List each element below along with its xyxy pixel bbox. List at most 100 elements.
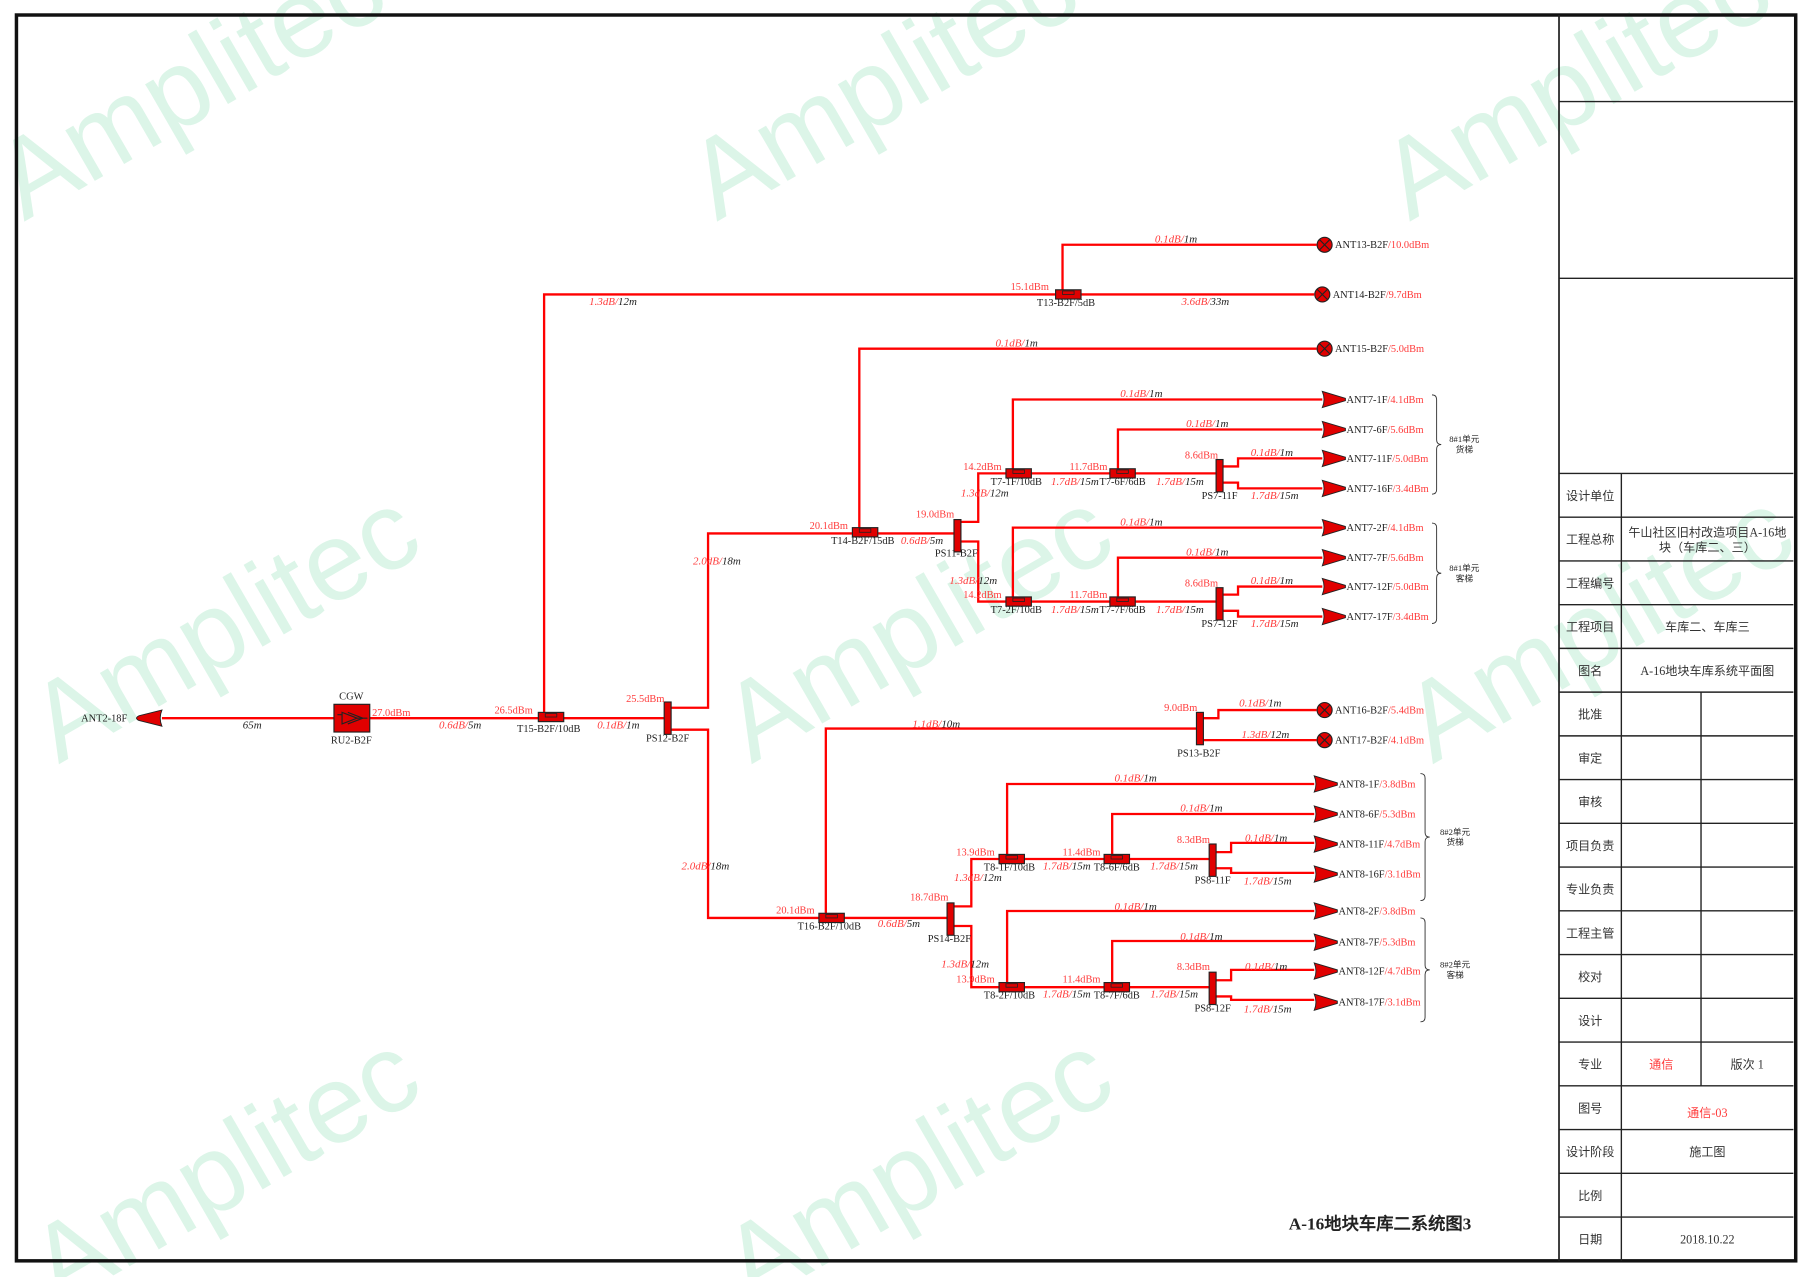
cable-spec-label: 0.1dB/1m (1186, 418, 1228, 430)
antenna-name: ANT8-6F (1338, 809, 1379, 820)
coupler-t7-6f[interactable] (1109, 468, 1136, 479)
splitter-ps8-11f[interactable] (1208, 843, 1217, 877)
antenna-ant15-b2f[interactable] (1316, 340, 1333, 357)
splitter-ps12-b2f[interactable] (663, 701, 672, 735)
cable-length: 5m (930, 535, 943, 547)
cable-spec-label: 1.1dB/10m (912, 718, 960, 730)
antenna-ant7-11f[interactable] (1321, 449, 1346, 468)
feeder-cable (1216, 867, 1315, 875)
antenna-label: ANT2-18F (81, 714, 127, 725)
splitter-ps14-b2f[interactable] (946, 902, 955, 936)
group-brace (1420, 773, 1430, 902)
cable-spec-label: 1.7dB/15m (1043, 989, 1091, 1001)
watermark-text: Amplitec (0, 0, 404, 242)
feeder-cable (1111, 939, 1315, 988)
coupler-t7-7f[interactable] (1109, 596, 1136, 607)
antenna-ant7-12f[interactable] (1321, 577, 1346, 596)
panel-antenna-icon (1321, 479, 1346, 498)
antenna-ant7-1f[interactable] (1321, 390, 1346, 409)
antenna-ant8-1f[interactable] (1313, 775, 1338, 793)
antenna-label: ANT13-B2F/10.0dBm (1335, 240, 1429, 251)
title-block-label: 校对 (1578, 969, 1602, 984)
coupler-t15-b2f[interactable] (537, 711, 565, 723)
device-label: T7-6F/6dB (1100, 477, 1146, 488)
antenna-ant7-6f[interactable] (1321, 420, 1346, 439)
antenna-ant17-b2f[interactable] (1316, 732, 1333, 749)
panel-antenna-icon (1313, 805, 1338, 823)
antenna-label: ANT8-1F/3.8dBm (1338, 779, 1415, 790)
antenna-label: ANT7-11F/5.0dBm (1347, 454, 1429, 465)
coupler-t13-b2f[interactable] (1055, 289, 1082, 300)
title-block-label: 设计单位 (1566, 488, 1614, 503)
title-block-value: 施工图 (1689, 1145, 1725, 1159)
antenna-ant16-b2f[interactable] (1316, 702, 1333, 719)
power-level-label: 8.6dBm (1185, 450, 1218, 461)
antenna-ant8-12f[interactable] (1313, 962, 1338, 980)
antenna-name: ANT7-17F (1347, 612, 1393, 623)
group-lift-label: 客梯 (1446, 969, 1464, 980)
cable-length: 1m (1209, 931, 1222, 943)
coupler-t8-1f[interactable] (998, 853, 1026, 865)
coupler-t14-b2f[interactable] (851, 527, 879, 538)
coupler-t8-6f[interactable] (1103, 853, 1131, 865)
cable-length: 15m (1179, 989, 1198, 1001)
antenna-ant8-6f[interactable] (1313, 805, 1338, 823)
cable-spec-label: 0.6dB/5m (878, 918, 920, 930)
splitter-ps8-12f[interactable] (1208, 971, 1217, 1006)
panel-antenna-icon (1321, 390, 1346, 409)
antenna-ant8-2f[interactable] (1313, 902, 1338, 920)
cable-loss: 0.1dB/ (1120, 516, 1150, 528)
feeder-cable (1011, 398, 1323, 474)
cable-length: 5m (907, 918, 920, 930)
splitter-ps11-b2f[interactable] (953, 518, 962, 553)
antenna-ant8-7f[interactable] (1313, 933, 1338, 951)
cable-spec-label: 2.0dB/18m (682, 860, 730, 872)
cable-loss: 0.1dB/ (1180, 931, 1210, 943)
coupler-t16-b2f[interactable] (818, 912, 845, 924)
device-label: T7-2F/10dB (991, 605, 1042, 616)
antenna-ant7-17f[interactable] (1321, 607, 1346, 626)
antenna-label: ANT8-2F/3.8dBm (1338, 906, 1415, 917)
cable-loss: 0.1dB/ (1180, 803, 1210, 815)
antenna-ant7-7f[interactable] (1321, 548, 1346, 567)
antenna-ant8-17f[interactable] (1313, 993, 1338, 1012)
group-lift-label: 客梯 (1456, 572, 1474, 583)
antenna-name: ANT7-16F (1347, 484, 1393, 495)
antenna-ant13-b2f[interactable] (1316, 236, 1333, 253)
remote-unit-ru2[interactable] (333, 703, 371, 733)
feeder-cable (1223, 457, 1323, 468)
splitter-ps7-11f[interactable] (1215, 458, 1224, 493)
device-label: T16-B2F/10dB (798, 921, 861, 932)
antenna-ant7-2f[interactable] (1321, 518, 1346, 537)
group-brace (1420, 917, 1430, 1023)
coupler-t8-7f[interactable] (1103, 981, 1131, 993)
antenna-ant7-16f[interactable] (1321, 479, 1346, 498)
antenna-name: ANT7-11F (1347, 454, 1393, 465)
antenna-ant8-11f[interactable] (1313, 835, 1338, 853)
title-block-value: 通信 (1649, 1058, 1673, 1072)
group-lift-label: 货梯 (1456, 444, 1474, 455)
antenna-name: ANT7-7F (1347, 553, 1388, 564)
cable-loss: 1.7dB/ (1156, 604, 1186, 616)
feeder-cable (1223, 609, 1323, 618)
cable-spec-label: 1.3dB/12m (1241, 729, 1289, 741)
cable-loss: 0.1dB/ (1114, 773, 1144, 785)
coupler-t7-1f[interactable] (1005, 468, 1032, 479)
power-level-label: 20.1dBm (776, 905, 814, 916)
panel-antenna-icon (1313, 835, 1338, 853)
coupler-t8-2f[interactable] (998, 981, 1026, 993)
antenna-label: ANT8-17F/3.1dBm (1338, 998, 1420, 1009)
antenna-ant14-b2f[interactable] (1314, 286, 1331, 303)
antenna-label: ANT8-6F/5.3dBm (1338, 809, 1415, 820)
feeder-cable (1011, 526, 1323, 602)
cable-loss: 1.3dB/ (961, 487, 991, 499)
antenna-name: ANT8-17F (1338, 998, 1384, 1009)
coupler-t7-2f[interactable] (1005, 596, 1032, 607)
splitter-ps7-12f[interactable] (1215, 587, 1224, 621)
antenna-ant2-18f[interactable] (136, 709, 163, 727)
group-unit-label: 8#1单元 (1449, 562, 1480, 573)
cable-spec-label: 0.1dB/1m (597, 720, 639, 732)
splitter-ps13-b2f[interactable] (1195, 711, 1204, 746)
antenna-ant8-16f[interactable] (1313, 865, 1338, 883)
antenna-power: /5.6dBm (1387, 425, 1423, 436)
